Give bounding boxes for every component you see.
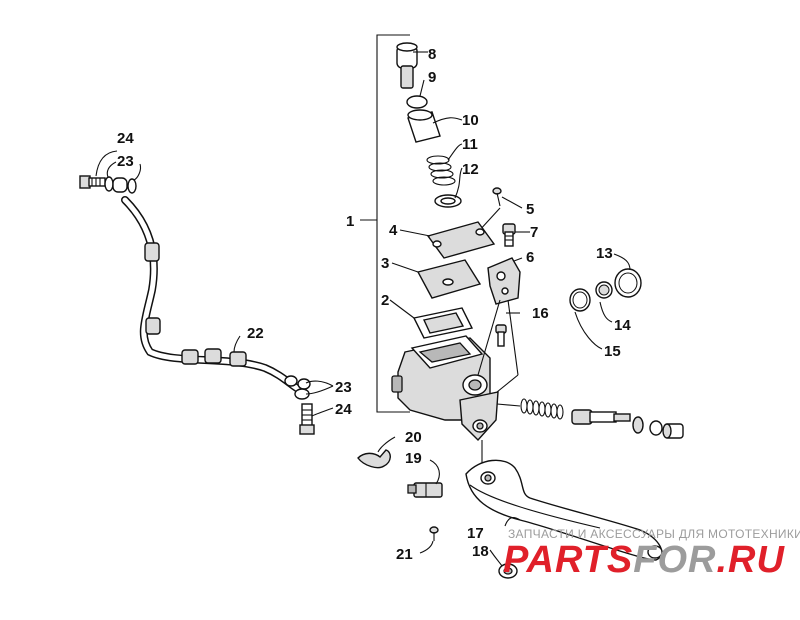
- piston: [571, 409, 631, 425]
- callout-1: 1: [346, 213, 354, 230]
- spring-11: [426, 155, 456, 186]
- callout-3: 3: [381, 255, 389, 272]
- callout-12: 12: [462, 161, 479, 178]
- screw-5: [492, 187, 502, 207]
- reservoir-plug: [396, 42, 418, 89]
- master-cylinder-body: [391, 335, 499, 442]
- callout-24-bottom: 24: [335, 401, 352, 418]
- watermark-logo-parts: PARTS: [503, 539, 633, 581]
- callout-9: 9: [428, 69, 436, 86]
- callout-15: 15: [604, 343, 621, 360]
- screw-16: [495, 324, 507, 347]
- banjo-bolt-top: [79, 175, 106, 189]
- callout-5: 5: [526, 201, 534, 218]
- callout-23-top: 23: [117, 153, 134, 170]
- leader-6b: [507, 299, 519, 376]
- assembly-bracket: [360, 34, 410, 413]
- piston-spring: [496, 398, 564, 420]
- watermark: ЗАПЧАСТИ И АКСЕССУАРЫ ДЛЯ МОТОТЕХНИКИ PA…: [503, 527, 800, 581]
- brake-lever: [465, 459, 663, 561]
- watermark-subtitle: ЗАПЧАСТИ И АКСЕССУАРЫ ДЛЯ МОТОТЕХНИКИ: [508, 527, 800, 541]
- callout-labels: 8 9 10 11 12 5 1 4 7 6 3 2 16 13 14 15 1…: [117, 46, 631, 563]
- callout-13: 13: [596, 245, 613, 262]
- brake-light-switch: [407, 482, 443, 498]
- screw-21: [429, 526, 439, 541]
- callout-19: 19: [405, 450, 422, 467]
- watermark-logo: PARTSFOR.RU: [503, 539, 786, 581]
- circlip-14: [595, 281, 613, 299]
- callout-17: 17: [467, 525, 484, 542]
- callout-23-bottom: 23: [335, 379, 352, 396]
- brake-hose: [121, 196, 304, 394]
- leader-6c: [496, 374, 519, 393]
- piston-seals: [632, 416, 684, 439]
- callout-21: 21: [396, 546, 413, 563]
- clip-20: [357, 449, 391, 469]
- bolt-7: [502, 223, 516, 247]
- banjo-bolt-bottom: [299, 403, 315, 435]
- callout-18: 18: [472, 543, 489, 560]
- diaphragm: [412, 307, 474, 339]
- reservoir-sleeve: [407, 109, 441, 143]
- callout-20: 20: [405, 429, 422, 446]
- diaphragm-plate: [416, 259, 482, 299]
- watermark-logo-ru: .RU: [717, 539, 786, 581]
- callout-11: 11: [462, 136, 478, 153]
- callout-8: 8: [428, 46, 436, 63]
- ring-15-inner: [572, 291, 588, 309]
- callout-24-top: 24: [117, 130, 134, 147]
- callout-7: 7: [530, 224, 538, 241]
- switch-bracket: [487, 257, 521, 305]
- washer-18-hole: [503, 567, 513, 575]
- reservoir-cover: [426, 221, 496, 259]
- sealing-washers-top: [104, 176, 137, 194]
- leader-6: [477, 299, 501, 376]
- o-ring-9: [406, 95, 428, 109]
- leader-lines: [95, 51, 631, 567]
- callout-10: 10: [462, 112, 479, 129]
- callout-6: 6: [526, 249, 534, 266]
- callout-2: 2: [381, 292, 389, 309]
- callout-14: 14: [614, 317, 631, 334]
- callout-22: 22: [247, 325, 264, 342]
- watermark-logo-for: FOR: [633, 539, 716, 581]
- callout-4: 4: [389, 222, 398, 239]
- washer-12-hole: [440, 197, 456, 205]
- callout-16: 16: [532, 305, 549, 322]
- ring-13-inner: [618, 272, 638, 294]
